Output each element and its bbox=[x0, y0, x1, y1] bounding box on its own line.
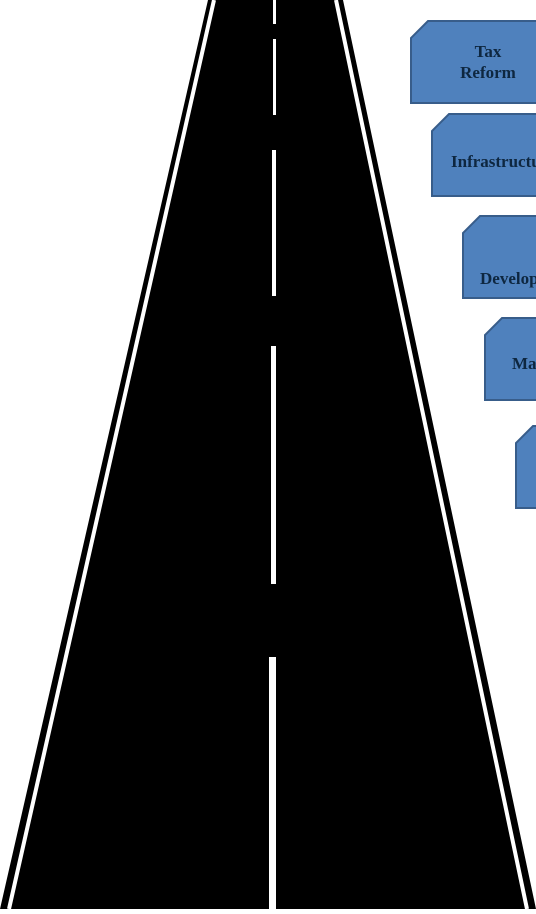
center-dash bbox=[273, 39, 276, 115]
roadmap-tag-infrastructure: Infrastructure bbox=[431, 113, 536, 197]
roadmap-tag-development: Development bbox=[462, 215, 536, 299]
roadmap-tag-manufacturing: Manufacturing bbox=[484, 317, 536, 401]
center-dash bbox=[271, 346, 276, 584]
tag-label: Infrastructure bbox=[431, 113, 536, 197]
tag-label: Manufacturing bbox=[484, 317, 536, 401]
center-dash bbox=[272, 150, 276, 296]
roadmap-tag-tax-reform: Tax Reform bbox=[410, 20, 536, 104]
roadmap-tag-5 bbox=[515, 425, 536, 509]
center-dash bbox=[269, 657, 276, 909]
tag-label: Development bbox=[462, 215, 536, 299]
tag-label bbox=[515, 425, 536, 509]
tag-label: Tax Reform bbox=[410, 20, 536, 104]
center-dash bbox=[273, 0, 276, 24]
